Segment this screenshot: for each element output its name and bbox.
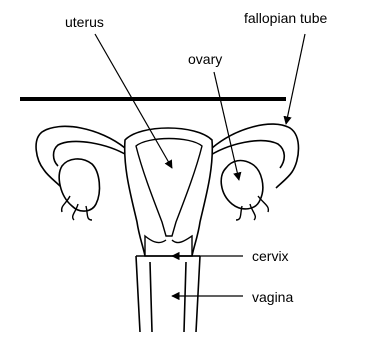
uterus-label: uterus <box>65 14 104 30</box>
right-ovary <box>221 161 263 209</box>
vagina <box>136 256 200 332</box>
vagina-label: vagina <box>252 289 293 305</box>
ovary-pointer <box>214 72 239 180</box>
cervix-label: cervix <box>252 248 289 264</box>
ovary-label: ovary <box>188 51 222 67</box>
fallopian-tube-label: fallopian tube <box>244 10 328 26</box>
fallopian-tube-pointer <box>286 34 305 124</box>
